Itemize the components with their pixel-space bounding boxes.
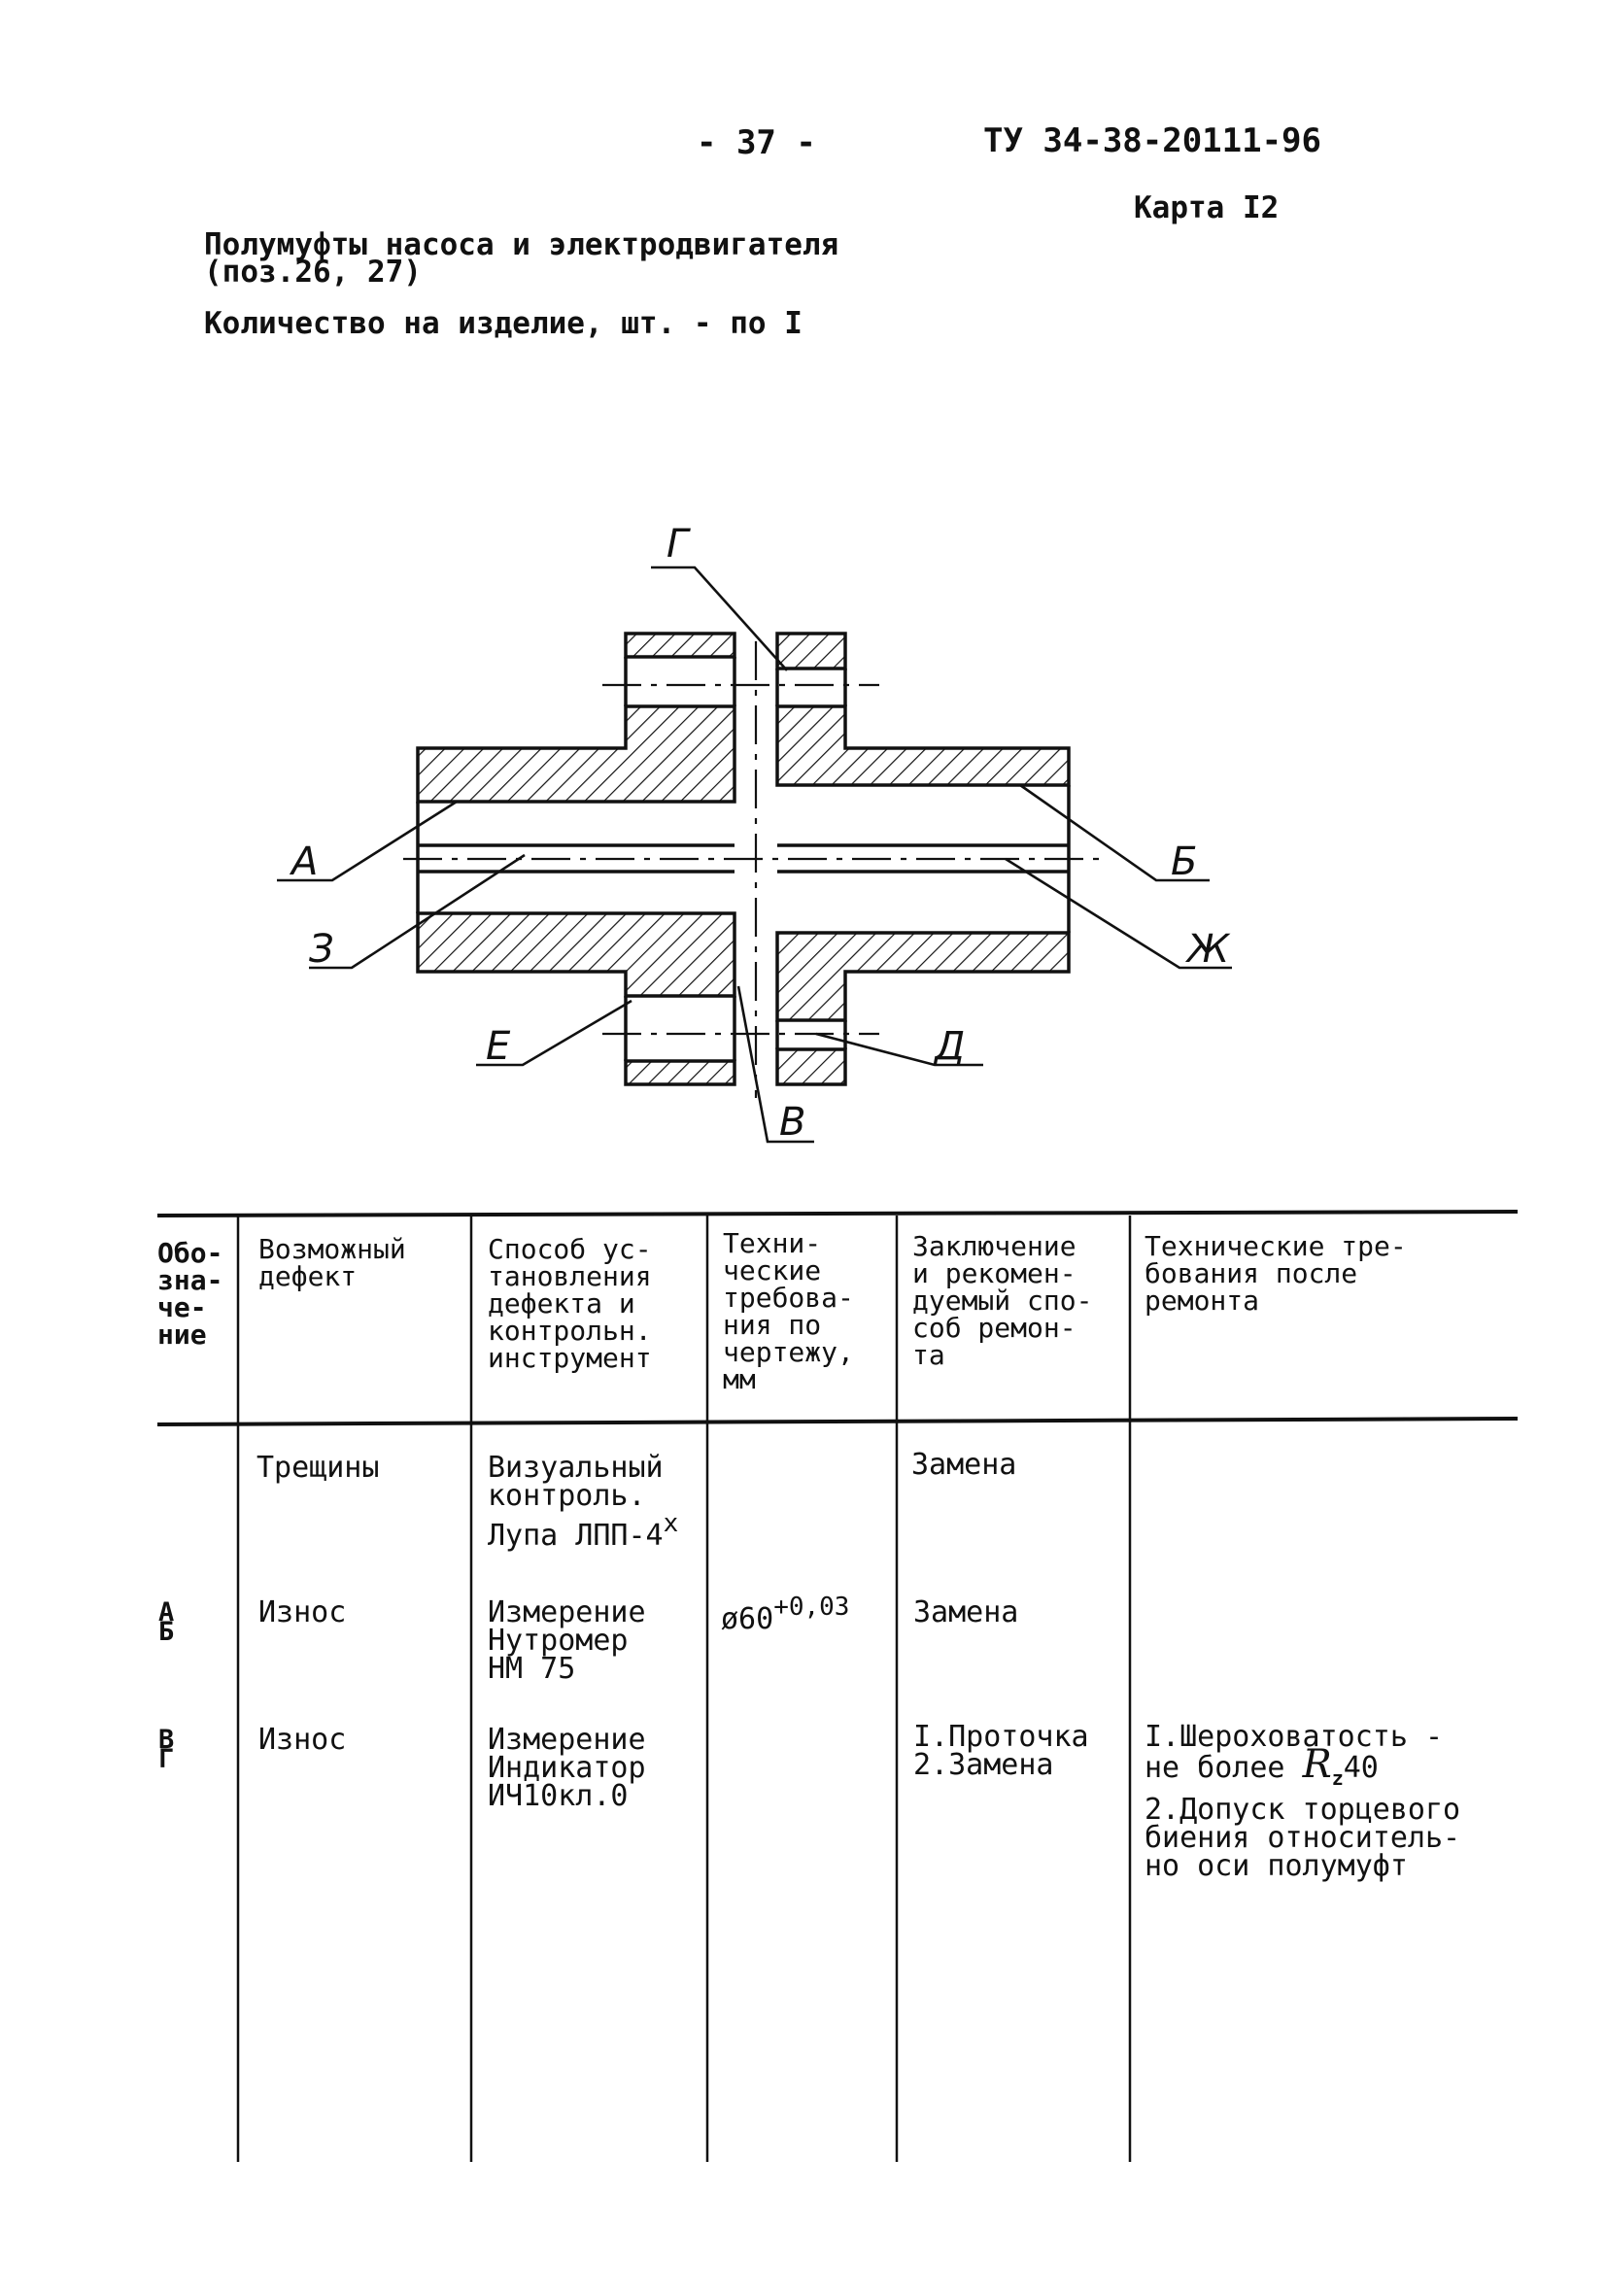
leader-lines [277,565,1232,1144]
header-method: Способ ус- тановления дефекта и контроль… [488,1233,652,1374]
label-v: В [779,1100,805,1145]
row-conclusion: I.Проточка 2.Замена [913,1720,1089,1782]
label-g: Г [666,522,691,566]
row-designation: В Г [158,1725,175,1774]
part-quantity: Количество на изделие, шт. - по I [204,306,803,341]
part-position: (поз.26, 27) [204,255,422,290]
label-zh: Ж [1184,927,1231,972]
header-designation: Обо- зна- че- ние [157,1237,223,1351]
header-after-repair: Технические тре- бования после ремонта [1145,1230,1407,1317]
left-half-outline [416,657,736,1061]
row-defect: Износ [258,1595,347,1629]
label-a: А [289,840,318,884]
header-conclusion: Заключение и рекомен- дуемый спо- соб ре… [912,1230,1093,1371]
coupling-drawing: Г А Б З Ж Е Д В [277,522,1232,1145]
header-defect: Возможный дефект [258,1233,406,1292]
header-spec: Техни- ческие требова- ния по чертежу, м… [723,1227,854,1395]
part-title: Полумуфты насоса и электродвигателя [204,227,839,262]
document-code: ТУ 34-38-20111-96 [983,121,1321,160]
row-defect: Износ [258,1723,347,1757]
row-designation: А Б [158,1597,175,1647]
row-defect: Трещины [256,1451,380,1485]
label-d: Д [933,1024,965,1069]
row-method: Измерение Нутромер НМ 75 [488,1595,646,1686]
label-z: З [309,927,334,972]
row-after-repair: I.Шероховатость - не более Rz40 [1145,1720,1444,1791]
row-spec: ø60+0,03 [721,1593,850,1636]
label-e: Е [486,1024,511,1069]
row-method: Визуальный контроль. Лупа ЛПП-4x [488,1451,679,1553]
label-b: Б [1171,840,1197,884]
page-number: - 37 - [697,123,816,162]
row-conclusion: Замена [913,1595,1019,1629]
row-after-repair-note: 2.Допуск торцевого биения относитель- но… [1145,1793,1461,1883]
row-method: Измерение Индикатор ИЧ10кл.0 [488,1723,646,1813]
card-number: Карта I2 [1134,190,1280,225]
drawing-labels: Г А Б З Ж Е Д В [289,522,1231,1145]
row-conclusion: Замена [911,1448,1017,1482]
